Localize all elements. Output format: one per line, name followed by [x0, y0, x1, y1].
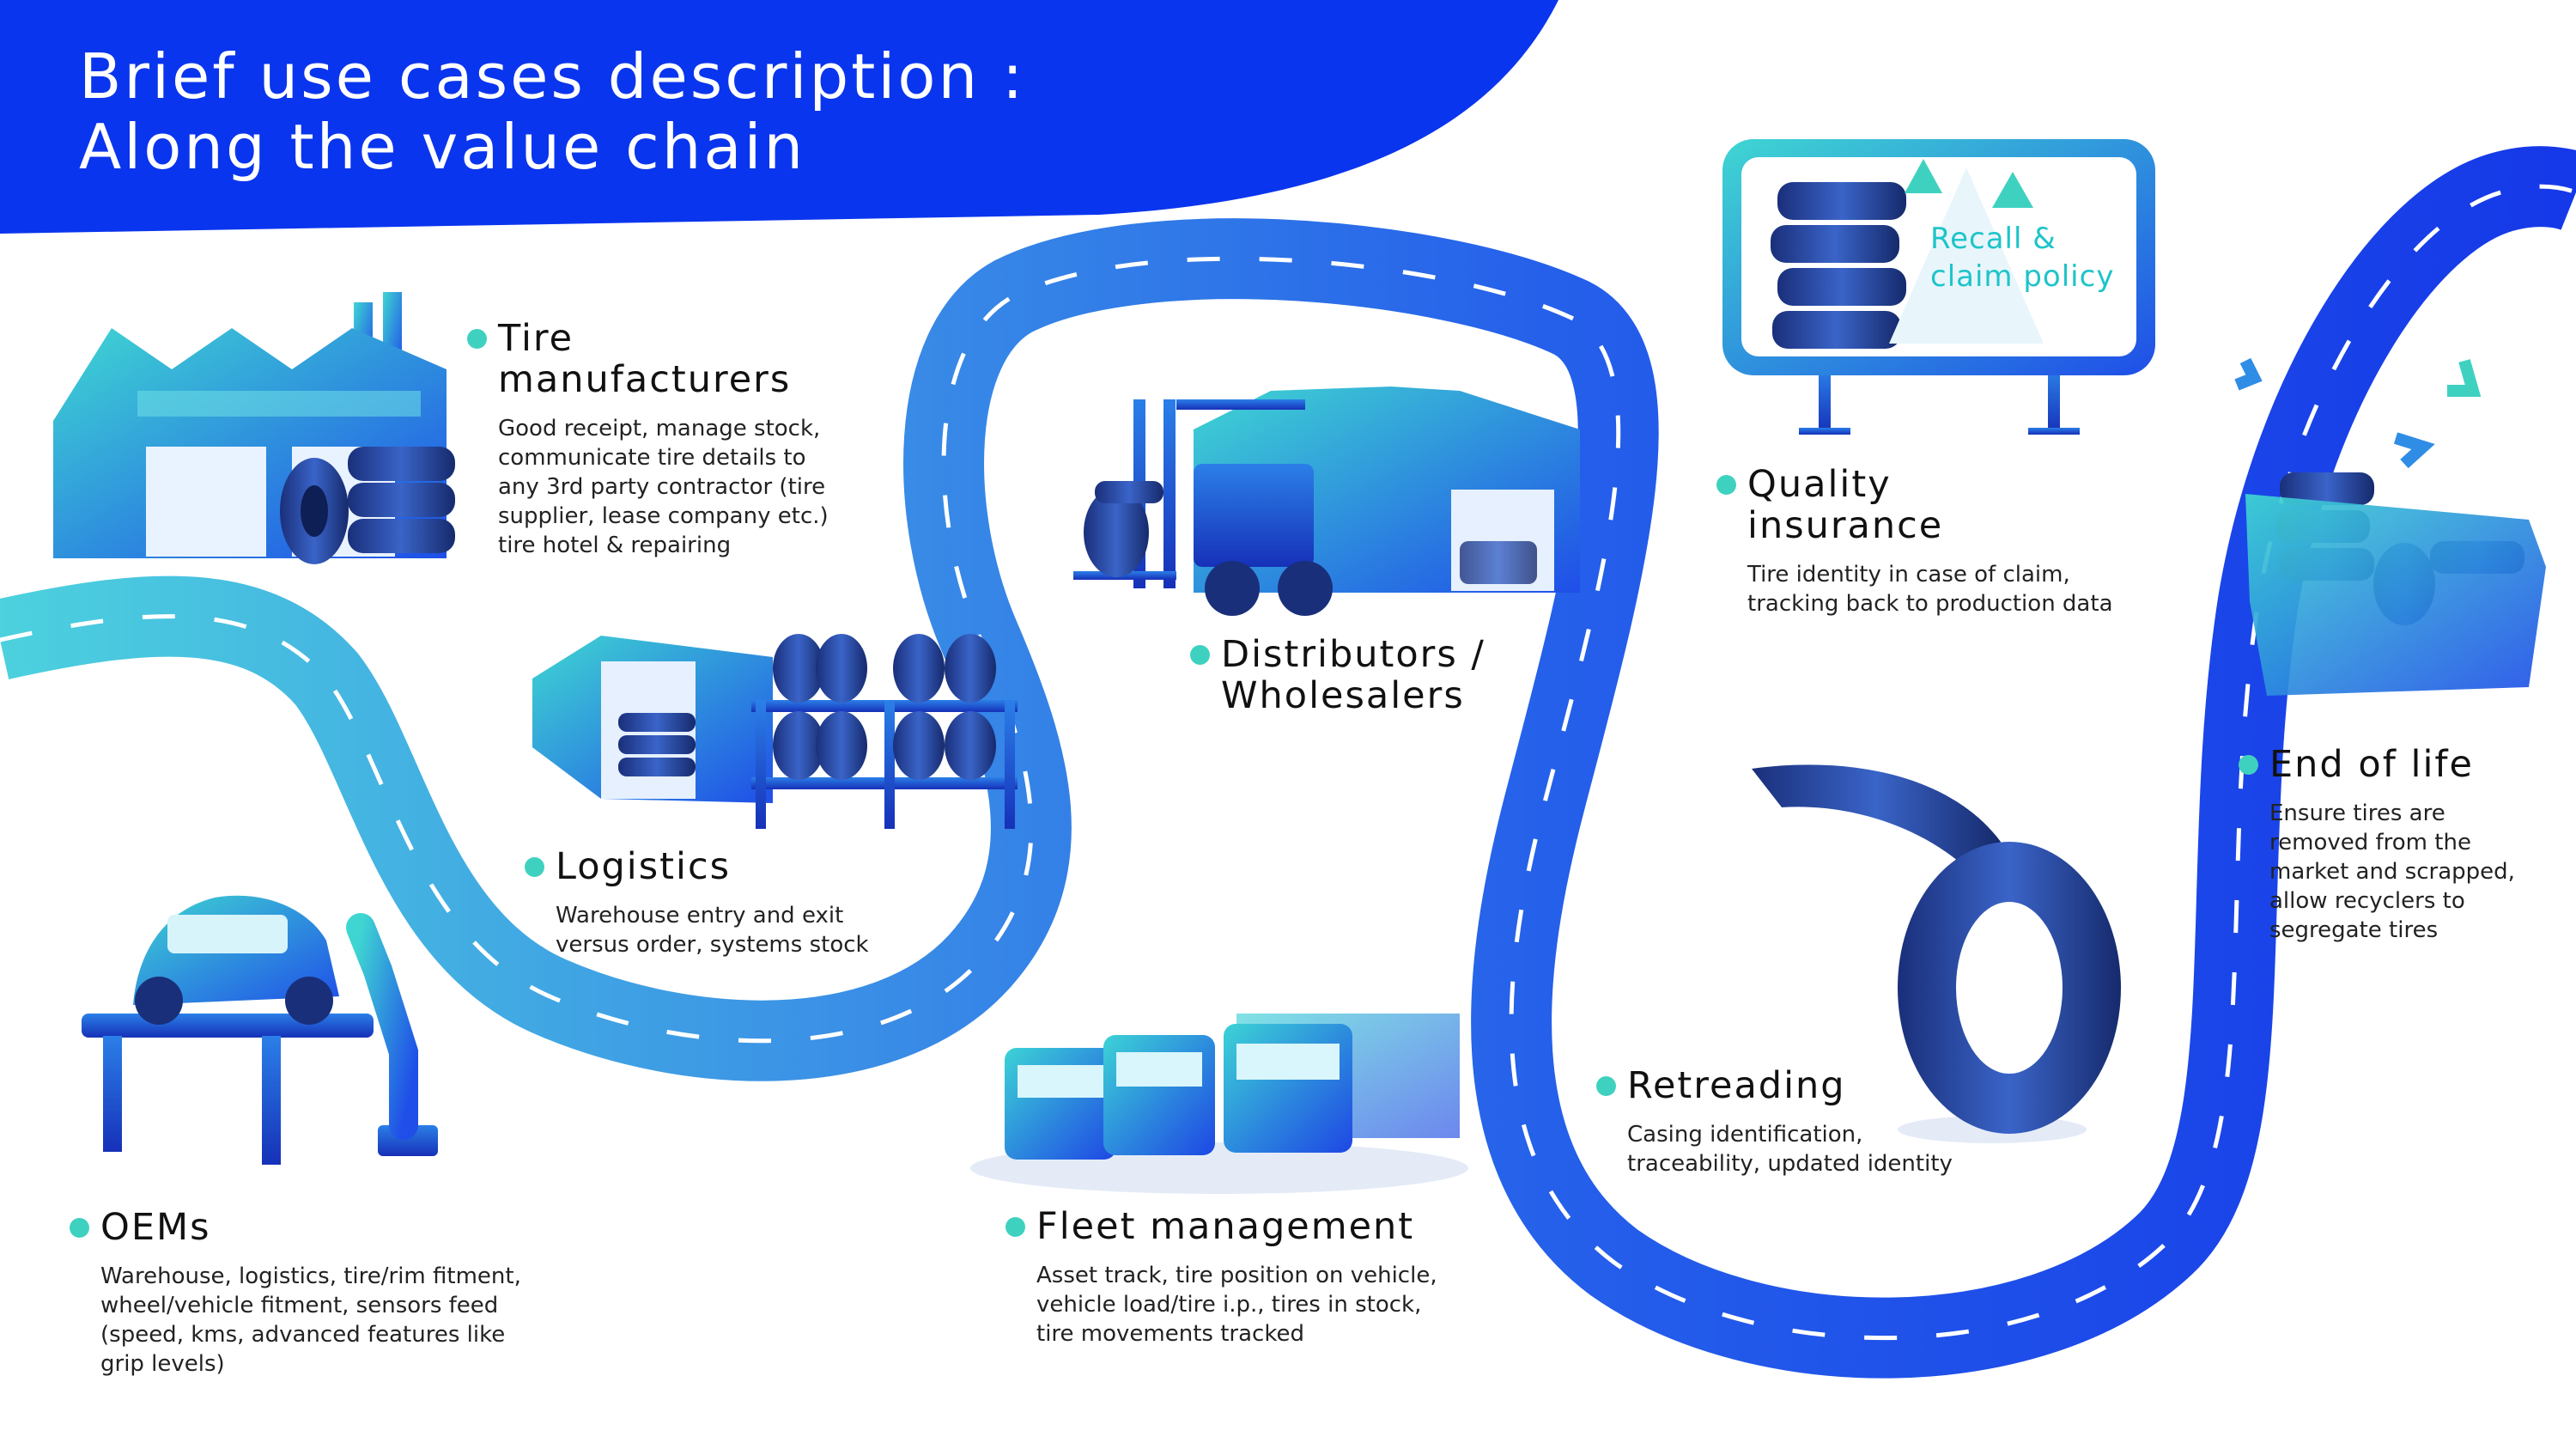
description-line: segregate tires — [2269, 917, 2439, 943]
description-line: Casing identification, — [1627, 1122, 1863, 1148]
description-line: any 3rd party contractor (tire — [498, 474, 826, 500]
step-description: Warehouse entry and exit versus order, s… — [556, 901, 869, 959]
step-description: Ensure tires are removed from the market… — [2269, 799, 2515, 945]
bullet-dot — [467, 329, 487, 349]
description-line: grip levels) — [100, 1351, 225, 1377]
billboard-illustration — [1722, 139, 2155, 435]
step-tire-manufacturers: Tire manufacturers Good receipt, manage … — [467, 317, 829, 560]
description-line: Tire identity in case of claim, — [1747, 562, 2070, 588]
step-oems: OEMs Warehouse, logistics, tire/rim fitm… — [70, 1206, 521, 1379]
description-line: versus order, systems stock — [556, 932, 869, 958]
step-title-line-1: Retreading — [1627, 1064, 1846, 1107]
billboard-label: Recall & claim policy — [1930, 220, 2114, 295]
step-title-line-1: Tire — [498, 317, 574, 360]
step-title-line-1: End of life — [2269, 743, 2474, 786]
step-description: Warehouse, logistics, tire/rim fitment, … — [100, 1262, 521, 1379]
step-title-line-1: Logistics — [556, 845, 732, 888]
description-line: market and scrapped, — [2269, 859, 2515, 885]
recycling-bin-illustration — [2234, 357, 2546, 696]
title-line-2: Along the value chain — [79, 111, 806, 183]
bullet-dot — [2239, 755, 2258, 775]
bullet-dot — [70, 1218, 89, 1238]
step-heading: Distributors / Wholesalers — [1190, 633, 1485, 717]
step-description: Casing identification, traceability, upd… — [1627, 1120, 1953, 1178]
step-heading: Logistics — [525, 845, 869, 888]
step-quality-insurance: Quality insurance Tire identity in case … — [1716, 463, 2113, 618]
description-line: Asset track, tire position on vehicle, — [1036, 1263, 1437, 1288]
value-chain-road — [0, 146, 2576, 1379]
header-banner — [0, 0, 1558, 234]
step-title-line-2: Wholesalers — [1221, 674, 1465, 717]
billboard-line-2: claim policy — [1930, 259, 2115, 294]
step-description: Tire identity in case of claim, tracking… — [1747, 560, 2113, 618]
description-line: traceability, updated identity — [1627, 1151, 1953, 1177]
bullet-dot — [1005, 1217, 1025, 1237]
retread-tire-illustration — [1752, 764, 2121, 1143]
description-line: Warehouse entry and exit — [556, 903, 844, 928]
step-logistics: Logistics Warehouse entry and exit versu… — [525, 845, 869, 959]
step-title-line-2: insurance — [1747, 504, 1944, 547]
bullet-dot — [1596, 1076, 1616, 1096]
description-line: supplier, lease company etc.) — [498, 503, 829, 529]
description-line: vehicle load/tire i.p., tires in stock, — [1036, 1292, 1422, 1318]
step-title-line-2: manufacturers — [498, 358, 792, 401]
step-heading: End of life — [2239, 743, 2515, 786]
oem-car-lift-illustration — [82, 895, 438, 1165]
page-title: Brief use cases description : Along the … — [79, 41, 1025, 182]
description-line: tire hotel & repairing — [498, 533, 732, 558]
description-line: communicate tire details to — [498, 445, 806, 471]
description-line: wheel/vehicle fitment, sensors feed — [100, 1293, 499, 1318]
step-heading: Quality insurance — [1716, 463, 2113, 547]
bullet-dot — [1190, 645, 1210, 665]
title-line-1: Brief use cases description : — [79, 40, 1026, 113]
step-heading: Fleet management — [1005, 1205, 1437, 1248]
step-description: Asset track, tire position on vehicle, v… — [1036, 1261, 1437, 1349]
bullet-dot — [1716, 475, 1736, 495]
step-fleet-management: Fleet management Asset track, tire posit… — [1005, 1205, 1437, 1349]
step-heading: OEMs — [70, 1206, 521, 1249]
description-line: Good receipt, manage stock, — [498, 416, 821, 441]
logistics-illustration — [532, 634, 1018, 829]
description-line: tire movements tracked — [1036, 1321, 1304, 1347]
step-title-line-1: OEMs — [100, 1206, 211, 1249]
step-title-line-1: Distributors / — [1221, 633, 1485, 676]
billboard-line-1: Recall & — [1930, 222, 2057, 256]
step-title-line-1: Quality — [1747, 463, 1892, 506]
description-line: allow recyclers to — [2269, 888, 2465, 914]
description-line: (speed, kms, advanced features like — [100, 1322, 506, 1348]
step-heading: Tire manufacturers — [467, 317, 829, 401]
fleet-trucks-illustration — [970, 1014, 1468, 1194]
description-line: Ensure tires are — [2269, 801, 2445, 826]
step-retreading: Retreading Casing identification, tracea… — [1596, 1064, 1953, 1178]
warehouse-forklift-illustration — [1073, 387, 1580, 616]
step-title-line-1: Fleet management — [1036, 1205, 1415, 1248]
step-distributors: Distributors / Wholesalers — [1190, 633, 1485, 717]
bullet-dot — [525, 857, 544, 877]
factory-illustration — [53, 292, 455, 564]
step-description: Good receipt, manage stock, communicate … — [498, 414, 829, 560]
description-line: Warehouse, logistics, tire/rim fitment, — [100, 1263, 521, 1289]
description-line: tracking back to production data — [1747, 591, 2113, 617]
step-end-of-life: End of life Ensure tires are removed fro… — [2239, 743, 2515, 945]
description-line: removed from the — [2269, 830, 2471, 855]
step-heading: Retreading — [1596, 1064, 1953, 1107]
